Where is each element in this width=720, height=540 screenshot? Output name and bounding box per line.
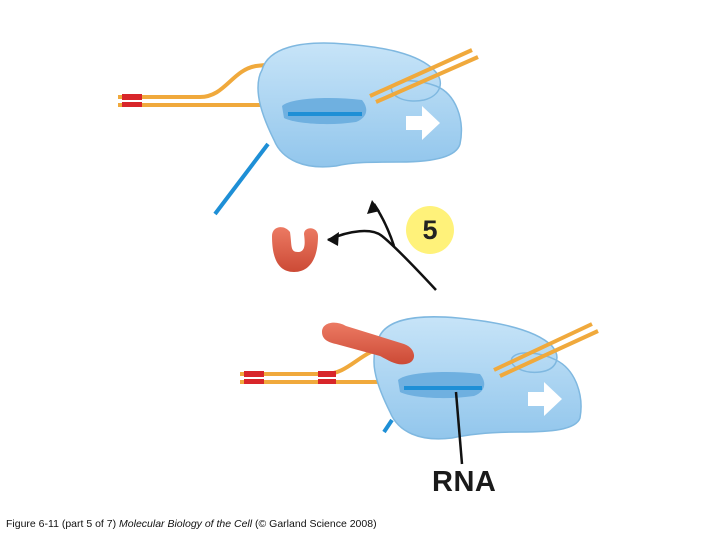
top-direction-arrow-icon [406, 106, 440, 140]
step-number: 5 [422, 214, 438, 245]
free-sigma-factor [272, 227, 318, 272]
bottom-elongation-complex [240, 316, 599, 465]
caption-book-title: Molecular Biology of the Cell [119, 518, 253, 530]
bound-sigma-factor [322, 322, 415, 365]
bottom-rna-tail [382, 418, 394, 434]
step-number-badge: 5 [406, 206, 454, 254]
top-elongation-complex [118, 42, 479, 216]
figure-caption: Figure 6-11 (part 5 of 7) Molecular Biol… [6, 518, 377, 530]
caption-suffix: (© Garland Science 2008) [252, 518, 377, 530]
bottom-direction-arrow-icon [528, 382, 562, 416]
release-arrow-icon [327, 229, 437, 291]
top-released-rna [213, 142, 270, 216]
caption-prefix: Figure 6-11 (part 5 of 7) [6, 518, 120, 530]
rna-label-leader [454, 391, 464, 465]
sigma-release-step [272, 200, 437, 291]
rna-label: RNA [432, 466, 497, 498]
